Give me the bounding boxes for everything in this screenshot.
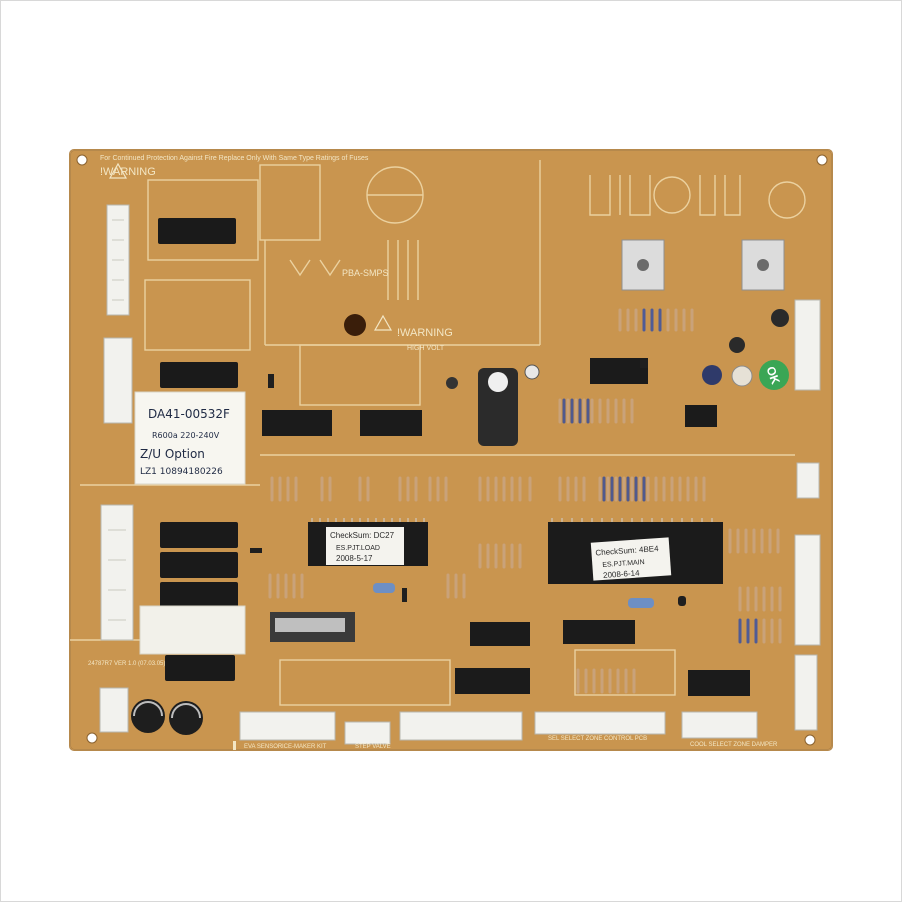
relay (160, 522, 238, 548)
relay (160, 582, 238, 608)
capacitor (169, 701, 203, 735)
ok-mark: OK (763, 364, 782, 386)
relay (165, 655, 235, 681)
label-step-valve: STEP VALVE (355, 744, 391, 750)
sticker-line-3: Z/U Option (140, 447, 205, 461)
chip-right-name: ES.PJT.MAIN (602, 559, 645, 569)
smps-label: PBA-SMPS (342, 268, 389, 278)
chip-right-label (590, 537, 672, 581)
ic-chip (688, 670, 750, 696)
chip-left-checksum: CheckSum: DC27 (330, 531, 395, 540)
sticker-part-number: DA41-00532F (148, 407, 230, 421)
ic-chip (455, 668, 530, 694)
ok-sticker (759, 360, 789, 390)
connector-ice-maker (399, 711, 523, 741)
connector-right-bottom (794, 654, 818, 731)
label-damper: COOL SELECT ZONE DAMPER (690, 742, 778, 748)
mount-hole (804, 734, 816, 746)
ic-chip (262, 410, 332, 436)
connector-eva-sensor (239, 711, 336, 741)
capacitor (771, 309, 789, 327)
blue-capacitor (628, 598, 654, 608)
ic-chip (685, 405, 717, 427)
chip-right-date: 2008-6-14 (603, 568, 641, 580)
warning-top: !WARNING (100, 166, 156, 178)
connector-right-low (794, 534, 821, 646)
sticker-line-4: LZ1 10894180226 (140, 467, 223, 477)
chip-left-name: ES.PJT.LOAD (336, 545, 380, 552)
warning-mid: !WARNING (397, 327, 453, 339)
ic-chip (590, 358, 648, 384)
sticker-line-2: R600a 220-240V (152, 431, 220, 440)
connector-right-mid (796, 462, 820, 499)
part-sticker (134, 391, 246, 485)
buzzer-module (478, 368, 518, 446)
relay (160, 552, 238, 578)
capacitor (131, 699, 165, 733)
label-select-zone: SEL SELECT ZONE CONTROL PCB (548, 736, 647, 742)
mount-hole (76, 154, 88, 166)
capacitor (731, 365, 753, 387)
label-ice-maker: ICE-MAKER KIT (282, 744, 327, 750)
connector-left-bottom (100, 504, 134, 641)
connector-right-top (794, 299, 821, 391)
mount-hole (86, 732, 98, 744)
connector-left-power (99, 687, 129, 733)
connector-damper (681, 711, 758, 739)
fuse-notice: For Continued Protection Against Fire Re… (100, 155, 369, 162)
ic-chip (360, 410, 422, 436)
ic-chip (470, 622, 530, 646)
chip-left-label (326, 527, 404, 565)
connector-left-mid (103, 337, 133, 424)
connector-select-zone (534, 711, 666, 735)
mount-hole (344, 314, 366, 336)
capacitor (702, 365, 722, 385)
chip-right-checksum: CheckSum: 4BE4 (595, 544, 659, 557)
mount-hole (816, 154, 828, 166)
capacitor (729, 337, 745, 353)
relay (158, 218, 236, 244)
blue-capacitor (373, 583, 395, 593)
relay (160, 362, 238, 388)
ptc-block (139, 605, 246, 655)
version-label: 24787R7 VER 1.0 (07.03.05) (88, 661, 165, 667)
ic-chip (563, 620, 635, 644)
chip-left-date: 2008-5-17 (336, 554, 373, 563)
warning-triangle-icon (108, 162, 393, 331)
high-volt-label: HIGH VOLT (407, 345, 445, 352)
label-eva-sensor: EVA SENSOR (244, 744, 283, 750)
connector-step-valve (344, 721, 391, 745)
